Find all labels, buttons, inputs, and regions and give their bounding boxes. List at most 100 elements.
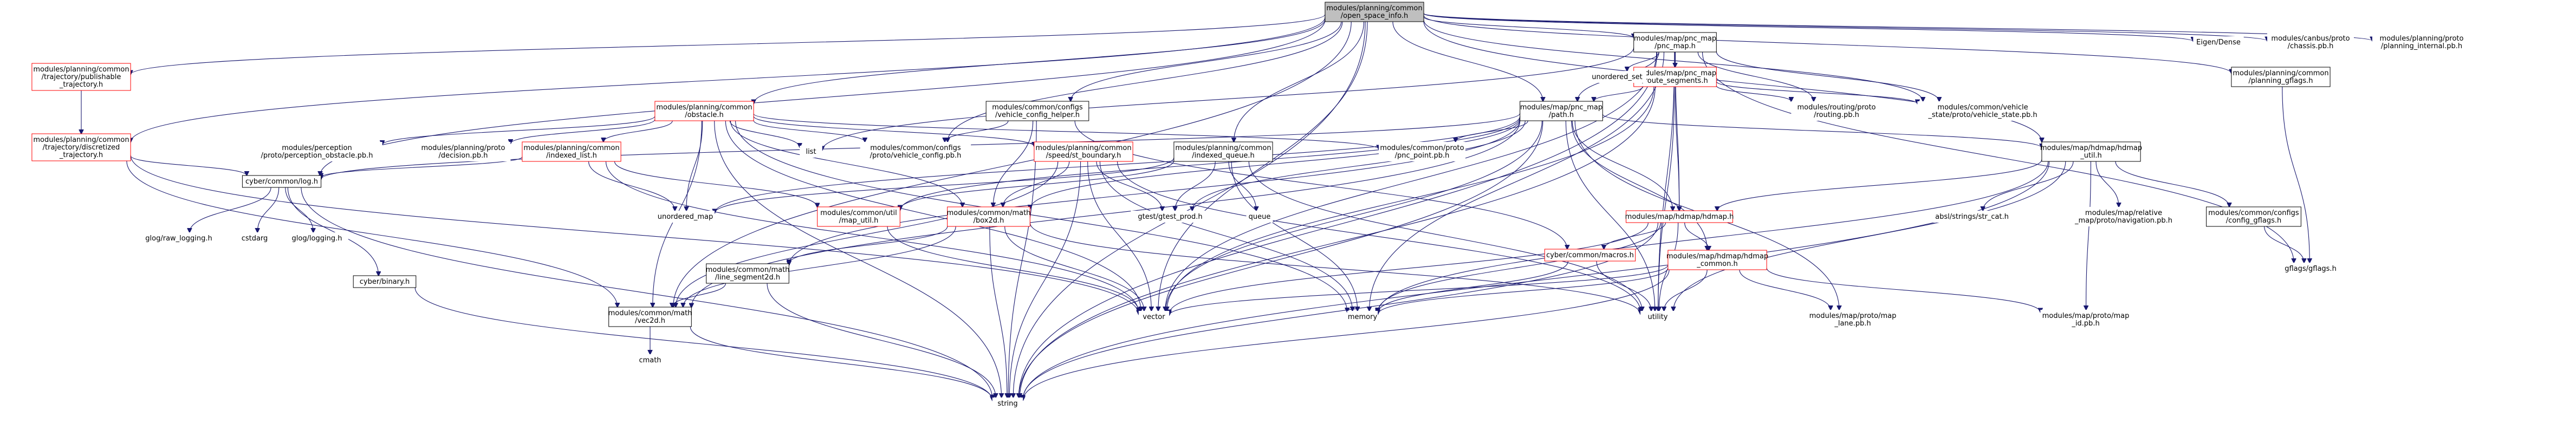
node-box — [1246, 211, 1273, 223]
edge-root-to-pubtraj — [131, 14, 1326, 75]
node-disctraj[interactable]: modules/planning/common/trajectory/discr… — [31, 133, 131, 161]
node-pncmap[interactable]: modules/map/pnc_map/pnc_map.h — [1633, 32, 1717, 53]
node-box — [31, 63, 131, 91]
edge-vehcfghelper-to-box2d — [993, 120, 1034, 207]
node-indexedlist[interactable]: modules/planning/common/indexed_list.h — [522, 141, 621, 162]
node-hdmapcommon[interactable]: modules/map/hdmap/hdmap_common.h — [1666, 250, 1768, 270]
node-label: cyber/common/log.h — [245, 178, 318, 186]
node-hdmaputil[interactable]: modules/map/hdmap/hdmap_util.h — [2040, 141, 2142, 162]
edge-pncmap-to-string — [1018, 51, 1658, 398]
edge-indexedqueue-to-gtestprod — [1175, 161, 1216, 211]
node-label: modules/planning/proto — [421, 144, 505, 152]
node-pncpoint: modules/common/proto/pnc_point.pb.h — [1379, 142, 1465, 161]
node-box — [2372, 32, 2471, 52]
edge-box2d-to-vector — [1004, 226, 1144, 311]
node-label: /obstacle.h — [685, 111, 724, 119]
edge-pathh-to-hdmapcommon — [1571, 120, 1707, 250]
node-hdmaph[interactable]: modules/map/hdmap/hdmap.h — [1625, 210, 1734, 223]
node-cyberbinary[interactable]: cyber/binary.h — [353, 275, 417, 288]
node-memory: memory — [1347, 311, 1378, 323]
node-label: utility — [1648, 313, 1668, 321]
node-label: /pnc_map.h — [1654, 42, 1696, 50]
edge-indexedlist-to-unordmap — [588, 161, 675, 211]
node-box — [1544, 249, 1636, 262]
node-label: string — [997, 400, 1017, 408]
node-box — [706, 263, 789, 284]
node-lineseg[interactable]: modules/common/math/line_segment2d.h — [706, 263, 790, 284]
edge-root-to-disctraj — [131, 17, 1326, 142]
node-box — [608, 307, 692, 327]
edge-obstacle-to-stboundary — [753, 116, 1034, 146]
edge-hdmaph-to-macros — [1604, 222, 1666, 249]
node-root[interactable]: modules/planning/common/open_space_info.… — [1325, 2, 1424, 22]
node-label: unordered_set — [1592, 73, 1642, 81]
edge-indexedlist-to-maputil — [614, 161, 817, 207]
node-vec2d[interactable]: modules/common/math/vec2d.h — [608, 307, 692, 327]
edge-root-to-vehstate — [1423, 19, 1923, 101]
edge-pncmap-to-list — [822, 47, 1634, 151]
node-decision: modules/planning/proto/decision.pb.h — [416, 142, 511, 161]
edge-pncmap-to-vehstate — [1716, 51, 1939, 101]
node-box — [1587, 71, 1647, 83]
node-box — [1379, 142, 1465, 161]
node-box — [992, 398, 1023, 409]
node-label: cyber/common/macros.h — [1546, 251, 1634, 259]
node-box — [817, 206, 900, 227]
node-cstdarg: cstdarg — [237, 232, 272, 244]
edge-pathh-to-hdmaph — [1572, 120, 1673, 211]
edge-cyberbinary-to-string — [414, 287, 992, 400]
node-obstacle[interactable]: modules/planning/common/obstacle.h — [654, 101, 754, 121]
edge-cyberlog-to-string — [301, 187, 992, 399]
edge-indexedlist-to-vector — [605, 161, 1138, 313]
edge-pathh-to-gtestprod — [1192, 120, 1526, 211]
node-pgflags[interactable]: modules/planning/common/planning_gflags.… — [2231, 67, 2331, 87]
node-box2d[interactable]: modules/common/math/box2d.h — [947, 206, 1031, 227]
node-label: glog/logging.h — [292, 235, 342, 243]
edge-obstacle-to-unordmap — [686, 120, 703, 211]
node-box — [237, 232, 272, 244]
node-label: _trajectory.h — [59, 151, 103, 159]
node-maputil[interactable]: modules/common/util/map_util.h — [817, 206, 900, 227]
node-label: modules/planning/common — [33, 66, 129, 74]
node-label: list — [806, 148, 816, 156]
edge-root-to-pncmap — [1423, 16, 1634, 38]
edge-routeseg-to-pathh — [1594, 86, 1643, 101]
node-vehcfgpb: modules/common/configs/proto/vehicle_con… — [860, 142, 971, 161]
node-cfggflags[interactable]: modules/common/configs/config_gflags.h — [2206, 206, 2301, 227]
node-label: /trajectory/publishable — [42, 73, 121, 81]
edge-stboundary-to-vec2d — [676, 161, 1059, 307]
node-pathh[interactable]: modules/map/pnc_map/path.h — [1520, 101, 1603, 121]
node-box — [251, 142, 382, 161]
node-routeseg[interactable]: modules/map/pnc_map/route_segments.h — [1633, 67, 1717, 87]
node-box — [1917, 101, 2048, 121]
node-label: gflags/gflags.h — [2285, 265, 2337, 273]
node-box — [139, 232, 218, 244]
edge-pathh-to-maputil — [900, 117, 1521, 210]
node-vehcfghelper[interactable]: modules/common/configs/vehicle_config_he… — [985, 101, 1089, 121]
node-box — [1347, 311, 1378, 323]
edge-indexedqueue-to-queue — [1228, 161, 1256, 211]
node-label: modules/map/pnc_map — [1520, 103, 1602, 112]
node-gtestprod: gtest/gtest_prod.h — [1131, 211, 1210, 223]
edge-vehcfghelper-to-string — [1008, 120, 1037, 398]
node-stboundary[interactable]: modules/planning/common/speed/st_boundar… — [1034, 141, 1133, 162]
edge-hdmapcommon-to-lanepb — [1739, 269, 1831, 310]
node-pubtraj[interactable]: modules/planning/common/trajectory/publi… — [31, 63, 131, 91]
edge-box2d-to-vec2d — [683, 226, 956, 307]
node-label: modules/routing/proto — [1797, 103, 1876, 112]
edge-pncmap-to-vector — [1165, 51, 1657, 311]
node-cyberlog[interactable]: cyber/common/log.h — [242, 175, 322, 188]
edge-disctraj-to-vec2d — [126, 160, 618, 307]
edge-hdmaputil-to-mapidpb — [2086, 161, 2091, 310]
node-macros[interactable]: cyber/common/macros.h — [1544, 249, 1636, 262]
node-indexedqueue[interactable]: modules/planning/common/indexed_queue.h — [1173, 141, 1273, 162]
edge-hdmapcommon-to-memory — [1378, 268, 1669, 315]
node-string: string — [992, 398, 1023, 409]
node-box — [985, 101, 1089, 121]
node-box — [800, 146, 822, 158]
edge-routeseg-to-string — [1020, 86, 1656, 398]
node-label: _id.pb.h — [2071, 320, 2099, 328]
edge-pathh-to-string — [1019, 120, 1543, 398]
node-label: /routing.pb.h — [1814, 111, 1859, 119]
